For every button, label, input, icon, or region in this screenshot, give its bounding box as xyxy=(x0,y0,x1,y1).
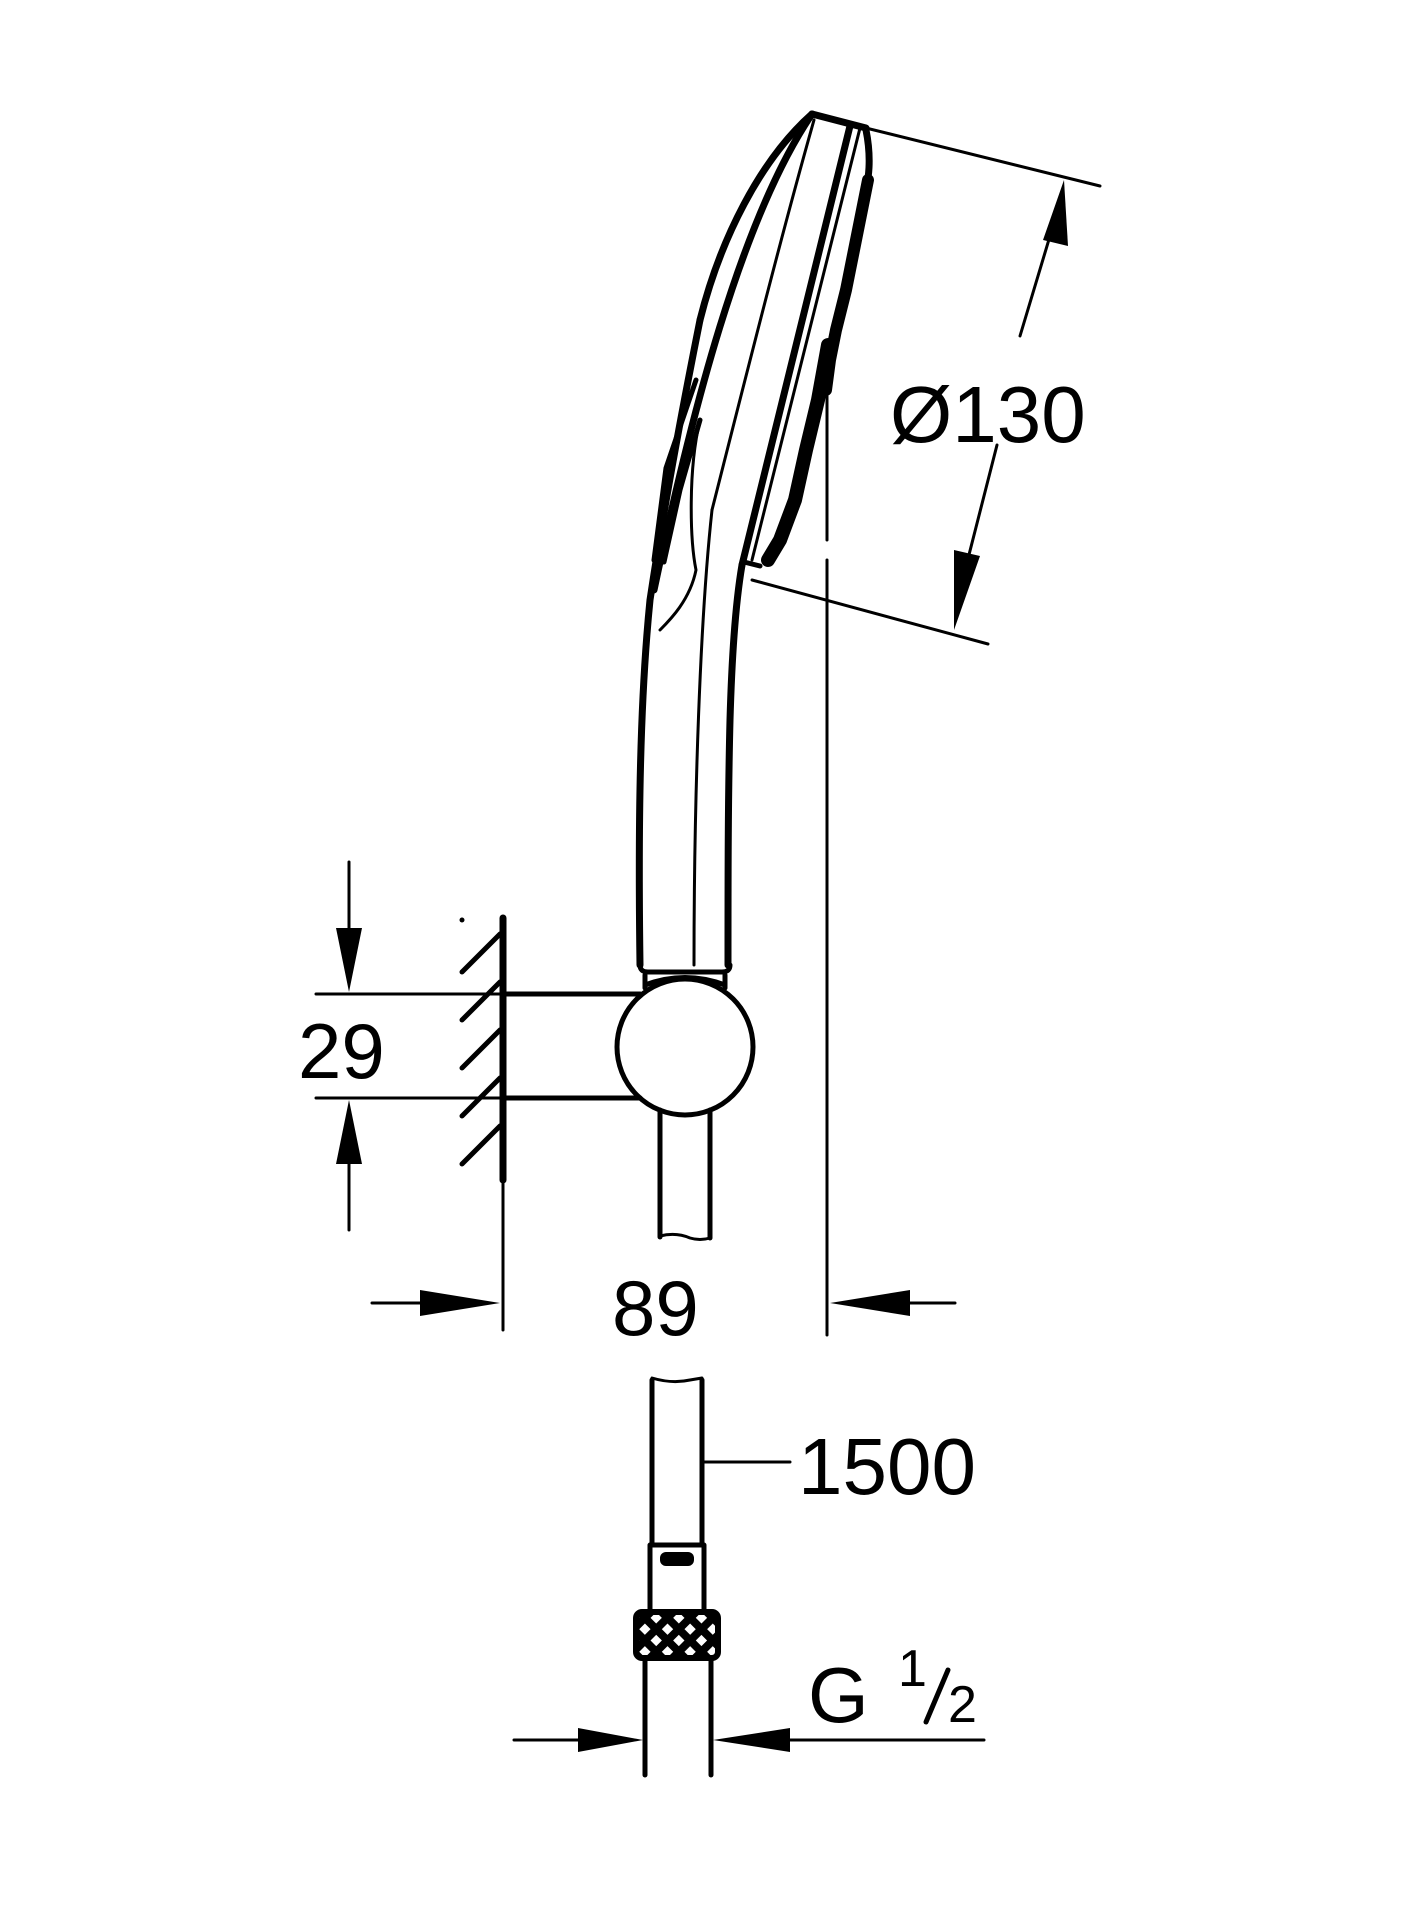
thread-label-numerator: 1 xyxy=(898,1640,927,1698)
dimension-head-diameter: Ø130 xyxy=(750,126,1102,646)
hose-end xyxy=(642,1657,714,1778)
wall-holder xyxy=(501,976,756,1241)
thread-label-prefix: G xyxy=(808,1651,869,1739)
dimension-label-89: 89 xyxy=(612,1264,699,1352)
knurled-nut xyxy=(633,1609,721,1661)
dimension-label-29: 29 xyxy=(298,1007,385,1095)
wall-section xyxy=(459,914,507,1332)
dimension-hose-length: 1500 xyxy=(700,1422,976,1511)
dimension-label-1500: 1500 xyxy=(798,1422,976,1511)
hose xyxy=(647,1376,707,1615)
thread-label-denominator: 2 xyxy=(948,1676,977,1734)
shower-handle xyxy=(635,316,746,991)
dimension-label-diameter-130: Ø130 xyxy=(890,370,1086,459)
dimension-wall-projection: 89 xyxy=(370,558,957,1352)
dimension-thread: G 1 2 xyxy=(512,1640,986,1752)
dimension-holder-height: 29 xyxy=(298,860,502,1232)
